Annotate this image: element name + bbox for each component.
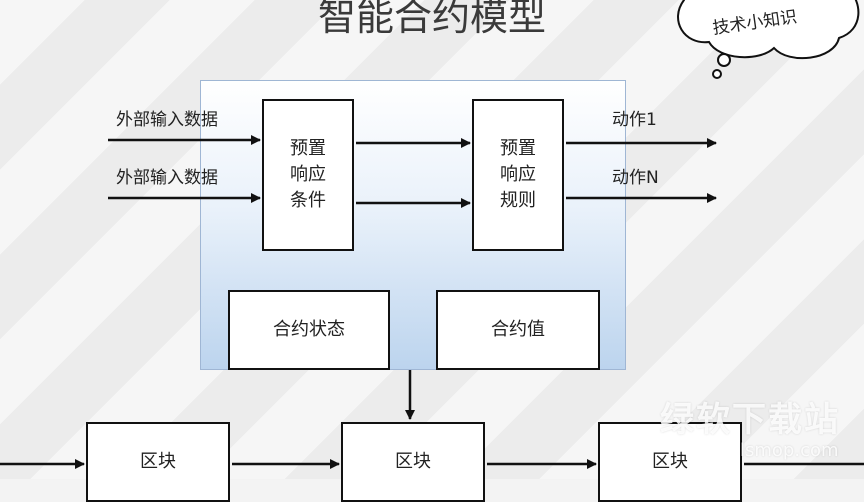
diagram-arrows <box>0 135 864 469</box>
output-label-1: 动作1 <box>612 110 657 130</box>
rule-line-2: 响应 <box>500 164 536 185</box>
watermark-name: 绿软下载站 <box>660 400 840 440</box>
input-label-2: 外部输入数据 <box>116 168 218 188</box>
contract-state-box: 合约状态 <box>228 290 390 370</box>
rule-line-3: 规则 <box>500 190 536 211</box>
preset-response-rule-box: 预置 响应 规则 <box>472 99 564 251</box>
condition-line-1: 预置 <box>290 138 326 159</box>
thought-bubble-icon <box>677 0 860 79</box>
watermark-url: lsmop.com <box>740 440 839 461</box>
preset-response-condition-box: 预置 响应 条件 <box>262 99 354 251</box>
output-label-n: 动作N <box>612 168 659 188</box>
input-label-1: 外部输入数据 <box>116 110 218 130</box>
rule-line-1: 预置 <box>500 138 536 159</box>
contract-value-box: 合约值 <box>436 290 600 370</box>
condition-line-3: 条件 <box>290 190 326 211</box>
condition-line-2: 响应 <box>290 164 326 185</box>
diagram-title: 智能合约模型 <box>317 0 546 39</box>
